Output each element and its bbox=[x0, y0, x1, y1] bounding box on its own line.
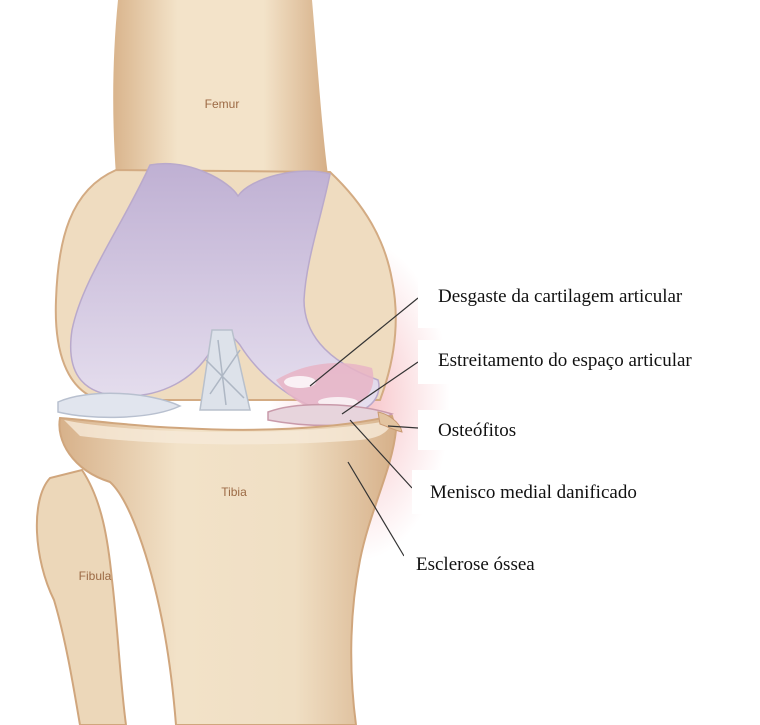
callout-box-bone-sclerosis: Esclerose óssea bbox=[404, 540, 604, 590]
callout-box-cartilage-wear: Desgaste da cartilagem articular bbox=[418, 268, 760, 328]
femur-shaft bbox=[113, 0, 328, 175]
callout-osteophytes: Osteófitos bbox=[438, 420, 516, 442]
callout-damaged-medial-meniscus: Menisco medial danificado bbox=[430, 482, 637, 504]
fibula bbox=[37, 470, 126, 725]
callout-joint-space-narrowing: Estreitamento do espaço articular bbox=[438, 350, 692, 372]
callout-box-damaged-medial-meniscus: Menisco medial danificado bbox=[412, 470, 712, 514]
callout-box-joint-space-narrowing: Estreitamento do espaço articular bbox=[418, 340, 760, 384]
callout-box-osteophytes: Osteófitos bbox=[418, 410, 578, 450]
tibia-label: Tibia bbox=[221, 485, 247, 499]
callout-bone-sclerosis: Esclerose óssea bbox=[416, 554, 535, 576]
callout-cartilage-wear: Desgaste da cartilagem articular bbox=[438, 286, 682, 308]
femur-label: Femur bbox=[205, 97, 240, 111]
cartilage-wear-spot bbox=[284, 376, 316, 388]
fibula-label: Fibula bbox=[79, 569, 112, 583]
